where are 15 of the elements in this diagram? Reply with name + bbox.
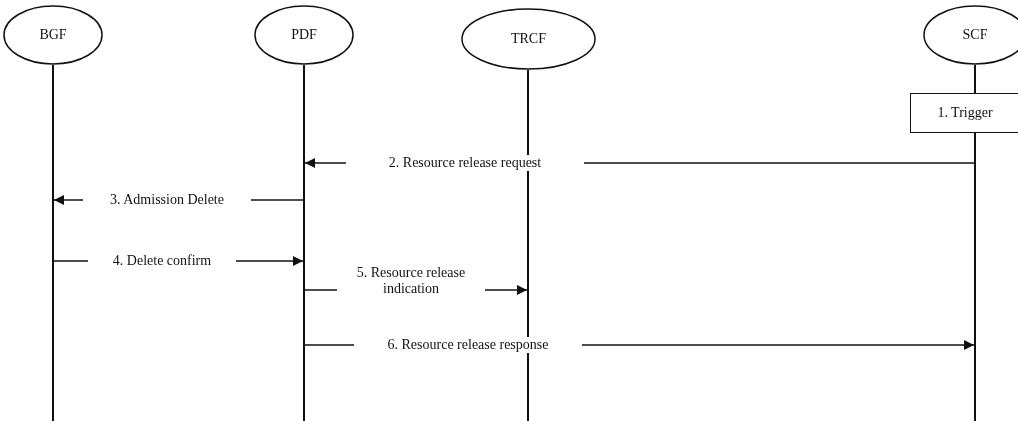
node-label: TRCF xyxy=(511,31,546,47)
node-label: SCF xyxy=(962,27,988,43)
lifeline xyxy=(527,70,529,421)
edge-label: 2. Resource release request xyxy=(346,155,584,171)
process-box xyxy=(910,93,1018,133)
lifeline xyxy=(52,65,54,421)
node-label: 1. Trigger xyxy=(937,105,993,121)
entity-ellipse xyxy=(461,8,596,70)
lifeline xyxy=(303,65,305,421)
node-label: BGF xyxy=(39,27,67,43)
node-label: PDF xyxy=(291,27,317,43)
entity-ellipse xyxy=(3,5,103,65)
entity-ellipse xyxy=(254,5,354,65)
edge-label: 6. Resource release response xyxy=(354,337,582,353)
lifeline xyxy=(974,65,976,421)
